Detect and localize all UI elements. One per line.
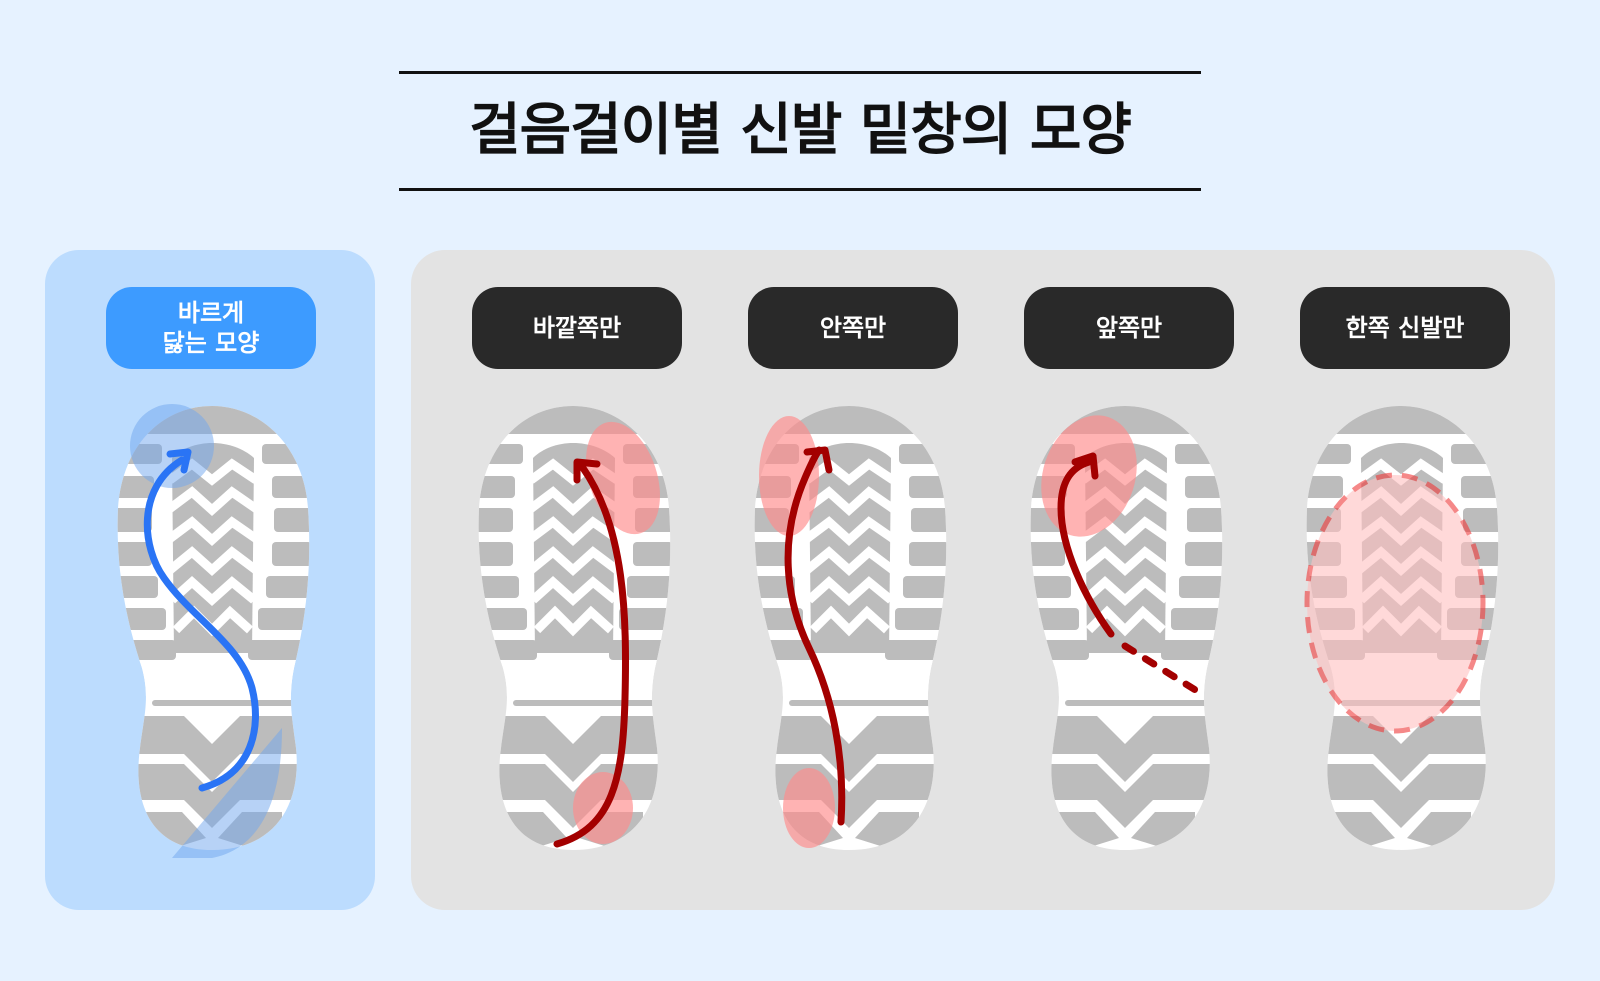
outer-walking-path bbox=[553, 464, 629, 848]
front-only-label: 앞쪽만 bbox=[1024, 287, 1234, 369]
arrow-head-icon bbox=[166, 448, 192, 474]
front-only-sole-diagram bbox=[1025, 398, 1225, 858]
outer-only-sole-diagram bbox=[473, 398, 673, 858]
correct-wear-panel: 바르게 닳는 모양 bbox=[45, 250, 375, 910]
one-shoe-only-label: 한쪽 신발만 bbox=[1300, 287, 1510, 369]
one-shoe-only-sole-diagram bbox=[1301, 398, 1501, 858]
inner-only-label: 안쪽만 bbox=[748, 287, 958, 369]
inner-heel-wear-area bbox=[783, 768, 835, 848]
arrow-head-icon bbox=[803, 446, 833, 474]
incorrect-wear-panel: 바깥쪽만 안쪽만 앞쪽만 한쪽 신발만 bbox=[411, 250, 1555, 910]
correct-wear-label: 바르게 닳는 모양 bbox=[106, 287, 316, 369]
forefoot-wear-area bbox=[1041, 415, 1137, 537]
outer-heel-wear-area bbox=[172, 728, 282, 858]
title-top-rule bbox=[399, 71, 1201, 74]
big-toe-wear-area bbox=[130, 404, 214, 488]
dashed-path-continuation bbox=[1121, 642, 1209, 700]
inner-only-sole-diagram bbox=[749, 398, 949, 858]
correct-sole-diagram bbox=[112, 398, 312, 858]
title-bottom-rule bbox=[399, 188, 1201, 191]
inner-walking-path bbox=[784, 446, 846, 826]
outer-only-label: 바깥쪽만 bbox=[472, 287, 682, 369]
correct-label-line2: 닳는 모양 bbox=[162, 329, 260, 357]
arrow-head-icon bbox=[573, 458, 601, 484]
inner-forefoot-wear-area bbox=[759, 416, 819, 536]
title-block: 걸음걸이별 신발 밑창의 모양 bbox=[399, 71, 1201, 191]
front-walking-path bbox=[1057, 458, 1115, 638]
arrow-head-icon bbox=[1071, 452, 1099, 480]
correct-label-line1: 바르게 bbox=[177, 299, 245, 327]
page-title: 걸음걸이별 신발 밑창의 모양 bbox=[469, 98, 1132, 163]
whole-sole-wear-area bbox=[1304, 472, 1486, 734]
correct-walking-path bbox=[143, 456, 259, 792]
